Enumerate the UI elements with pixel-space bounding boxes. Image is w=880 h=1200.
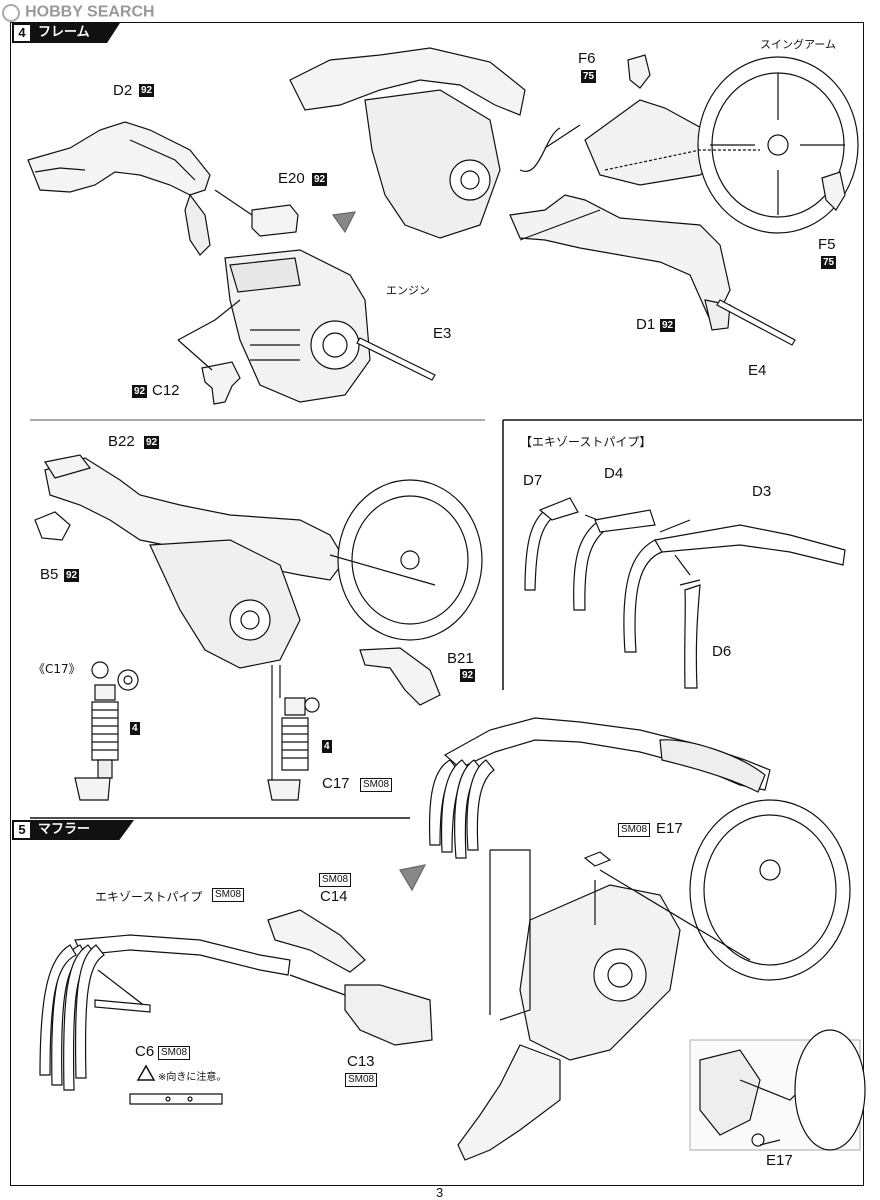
label-d7: D7 <box>523 472 543 489</box>
step4-header: フレーム <box>12 23 120 43</box>
sm-c6: SM08 <box>158 1046 191 1060</box>
part-c12-drawing <box>201 361 241 405</box>
part-b22-drawing <box>44 454 92 479</box>
warning-icon <box>136 1064 156 1081</box>
label-e17: E17 <box>656 820 683 837</box>
watermark: HOBBY SEARCH <box>2 2 155 22</box>
frame-assembly-drawing <box>44 457 483 706</box>
bike-assembly-drawing <box>457 799 851 1161</box>
label-c12: C12 <box>152 382 180 399</box>
partnum-b21: 92 <box>460 669 476 682</box>
label-c6: C6 <box>135 1043 155 1060</box>
partnum-f6: 75 <box>581 70 597 83</box>
label-e20: E20 <box>278 170 305 187</box>
sm-c13: SM08 <box>345 1073 378 1087</box>
label-e4: E4 <box>748 362 767 379</box>
shock-c17-detail-drawing <box>74 661 139 801</box>
label-d2: D2 <box>113 82 133 99</box>
engine-drawing-top <box>289 47 526 239</box>
partnum-b22: 92 <box>144 436 160 449</box>
label-b22: B22 <box>108 433 135 450</box>
label-f5: F5 <box>818 236 836 253</box>
sm-c17: SM08 <box>360 778 393 792</box>
sm-e17: SM08 <box>618 823 651 837</box>
page-border <box>10 22 864 1186</box>
sm-exhaust-pipe: SM08 <box>212 888 245 902</box>
watermark-icon <box>2 3 20 22</box>
step4-arrow-right <box>331 211 357 234</box>
part-c14-drawing <box>267 909 366 973</box>
sm-c14: SM08 <box>319 873 352 887</box>
partnum-e20: 92 <box>312 173 328 186</box>
label-c17: C17 <box>322 775 350 792</box>
label-c13: C13 <box>347 1053 375 1070</box>
part-e20-drawing <box>251 204 299 237</box>
step5-number: 5 <box>14 822 30 838</box>
part-c6-drawing <box>94 999 151 1013</box>
step5-header: マフラー <box>12 820 134 840</box>
label-c14: C14 <box>320 888 348 905</box>
label-d3: D3 <box>752 483 772 500</box>
part-f5-drawing <box>821 171 846 211</box>
label-b5: B5 <box>40 566 59 583</box>
exhaust-parts-drawing <box>524 497 846 689</box>
exhaust-pipe-drawing <box>39 934 291 1091</box>
partnum-d2: 92 <box>139 84 155 97</box>
engine-drawing-left <box>224 249 371 403</box>
page-number: 3 <box>436 1185 444 1200</box>
e17-detail-inset <box>689 1029 866 1151</box>
label-exhaust-pipe: エキゾーストパイプ <box>95 890 203 904</box>
step5-arrow-right <box>399 864 427 892</box>
label-e17-detail: E17 <box>766 1152 793 1169</box>
partnum-c12: 92 <box>132 385 148 398</box>
label-f6: F6 <box>578 50 596 67</box>
partnum-b5: 92 <box>64 569 80 582</box>
frame-d2-drawing <box>27 121 211 256</box>
swingarm-drawing <box>584 56 859 234</box>
note-orientation: ※向きに注意。 <box>158 1072 227 1083</box>
label-b21: B21 <box>447 650 474 667</box>
exhaust-mounted-drawing <box>428 717 771 859</box>
partnum-d1: 92 <box>660 319 676 332</box>
partnum-f5: 75 <box>821 256 837 269</box>
shock-number-detail: 4 <box>130 722 140 735</box>
part-c13-drawing <box>344 984 433 1046</box>
exhaust-box-title: 【エキゾーストパイプ】 <box>520 435 652 449</box>
part-b5-drawing <box>34 511 71 541</box>
note-rod-drawing <box>129 1093 223 1105</box>
label-d1: D1 <box>636 316 656 333</box>
part-f6-drawing <box>627 54 651 89</box>
shock-c17-mounted-drawing <box>267 665 320 801</box>
step5-title: マフラー <box>38 822 91 837</box>
part-e3-drawing <box>356 337 436 381</box>
label-engine: エンジン <box>386 284 430 297</box>
shock-number-mounted: 4 <box>322 740 332 753</box>
label-e3: E3 <box>433 325 452 342</box>
label-d4: D4 <box>604 465 624 482</box>
label-c17-bracket: 《C17》 <box>33 662 81 676</box>
label-swingarm: スイングアーム <box>760 38 837 51</box>
step4-title: フレーム <box>38 25 90 40</box>
step4-number: 4 <box>14 25 30 41</box>
label-d6: D6 <box>712 643 732 660</box>
part-e4-drawing <box>716 299 796 346</box>
